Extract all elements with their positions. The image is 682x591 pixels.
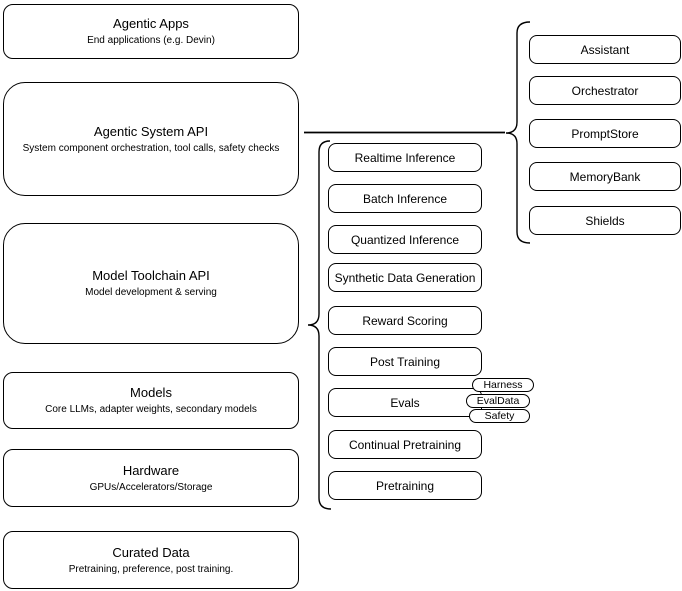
layer-subtitle: Model development & serving [85,287,217,298]
node-model-toolchain-api: Model Toolchain API Model development & … [3,223,299,344]
node-assistant: Assistant [529,35,681,64]
tag-safety: Safety [469,409,530,423]
node-evals: Evals [328,388,482,417]
layer-subtitle: End applications (e.g. Devin) [87,35,215,46]
node-hardware: Hardware GPUs/Accelerators/Storage [3,449,299,507]
node-orchestrator: Orchestrator [529,76,681,105]
node-batch-inference: Batch Inference [328,184,482,213]
layer-subtitle: Pretraining, preference, post training. [68,563,234,575]
layer-title: Hardware [122,462,180,478]
layer-title: Models [130,385,172,400]
layer-title: Agentic System API [93,123,209,139]
node-memorybank: MemoryBank [529,162,681,191]
node-reward-scoring: Reward Scoring [328,306,482,335]
node-models: Models Core LLMs, adapter weights, secon… [3,372,299,429]
node-post-training: Post Training [328,347,482,376]
tag-harness: Harness [472,378,534,392]
layer-subtitle: System component orchestration, tool cal… [22,142,280,154]
layer-title: Model Toolchain API [92,268,210,283]
layer-title: Agentic Apps [113,16,189,31]
brace-system-group [505,21,531,244]
node-synthetic-data-generation: Synthetic Data Generation [328,263,482,292]
node-shields: Shields [529,206,681,235]
node-curated-data: Curated Data Pretraining, preference, po… [3,531,299,589]
node-quantized-inference: Quantized Inference [328,225,482,254]
node-agentic-apps: Agentic Apps End applications (e.g. Devi… [3,4,299,59]
node-promptstore: PromptStore [529,119,681,148]
layer-subtitle: Core LLMs, adapter weights, secondary mo… [45,404,257,415]
node-agentic-system-api: Agentic System API System component orch… [3,82,299,196]
layer-subtitle: GPUs/Accelerators/Storage [89,481,213,493]
node-continual-pretraining: Continual Pretraining [328,430,482,459]
node-pretraining: Pretraining [328,471,482,500]
node-realtime-inference: Realtime Inference [328,143,482,172]
tag-evaldata: EvalData [466,394,530,408]
layer-title: Curated Data [112,544,190,560]
